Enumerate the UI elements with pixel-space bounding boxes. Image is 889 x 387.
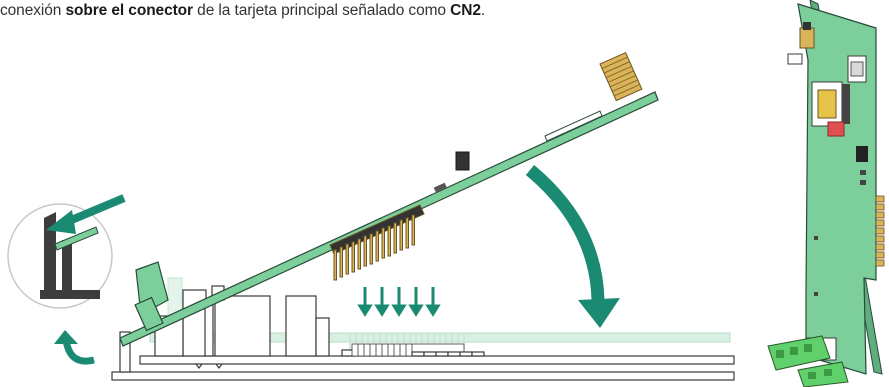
instruction-caption: conexión sobre el conector de la tarjeta… bbox=[0, 2, 485, 20]
return-curved-arrow bbox=[54, 330, 95, 365]
rotate-down-arrow bbox=[525, 165, 620, 328]
caption-text-3: . bbox=[480, 2, 486, 19]
support-post bbox=[119, 331, 131, 373]
caption-text-1: conexión bbox=[0, 2, 66, 19]
press-down-arrows bbox=[357, 287, 441, 317]
main-board bbox=[111, 285, 735, 381]
caption-text-2: de la tarjeta principal señalado como bbox=[192, 2, 451, 19]
caption-bold-cn2: CN2 bbox=[450, 2, 481, 19]
caption-bold-connector: sobre el conector bbox=[65, 2, 193, 19]
daughter-board-tilted bbox=[119, 51, 659, 347]
daughter-board-front-view bbox=[767, 0, 885, 387]
detail-callout bbox=[7, 194, 126, 309]
